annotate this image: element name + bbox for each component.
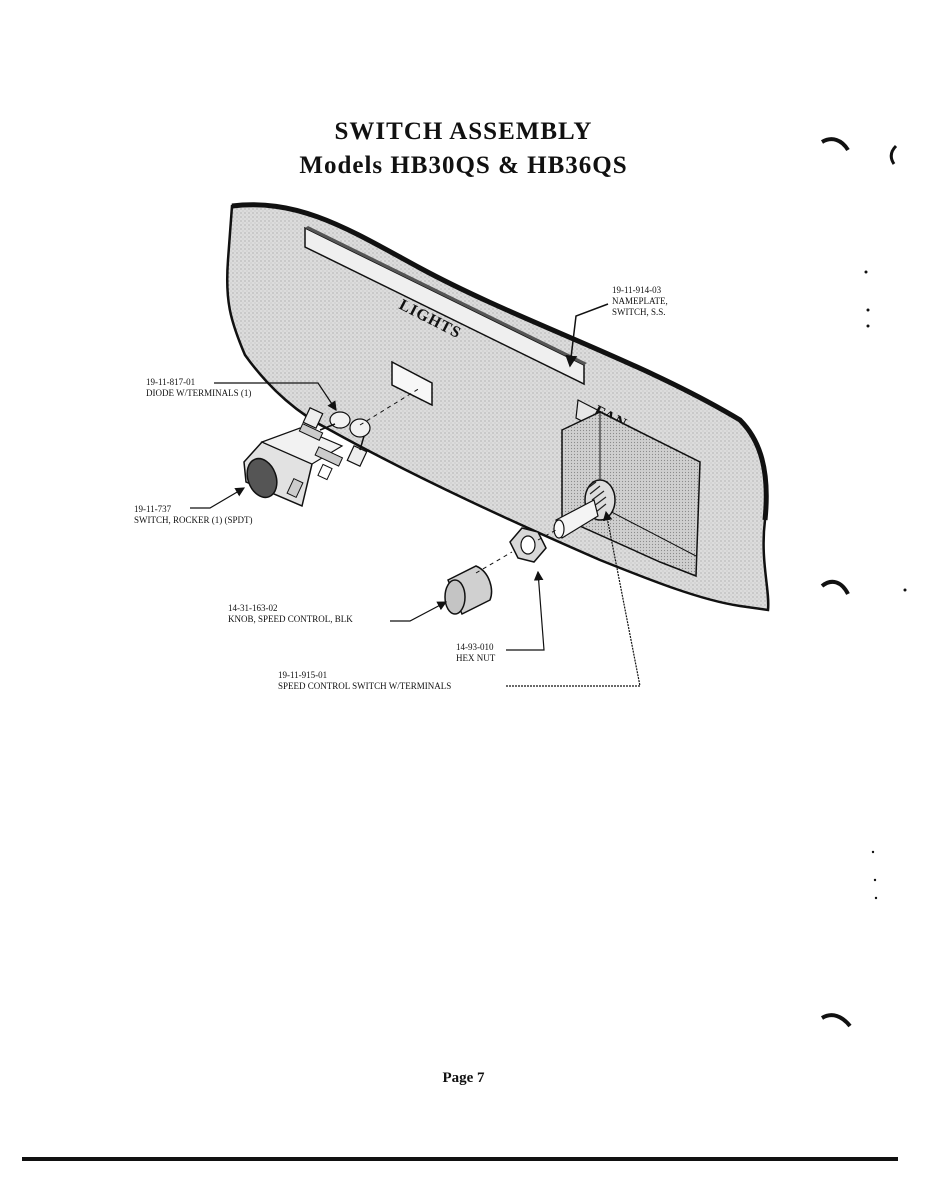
margin-mark: [820, 579, 850, 595]
speed-control-switch: [553, 479, 616, 539]
page-subtitle: Models HB30QS & HB36QS: [299, 152, 628, 179]
rocker-switch: [243, 423, 344, 508]
rocker-desc: SWITCH, ROCKER (1) (SPDT): [134, 515, 253, 525]
knob-desc: KNOB, SPEED CONTROL, BLK: [228, 614, 353, 624]
bottom-rule: [22, 1157, 898, 1161]
nameplate-desc-1: NAMEPLATE,: [612, 296, 668, 306]
speed-switch-desc: SPEED CONTROL SWITCH W/TERMINALS: [278, 681, 451, 691]
speed-switch-part-number: 19-11-915-01: [278, 670, 327, 680]
margin-mark: [889, 144, 898, 165]
rocker-cutout: [391, 360, 433, 407]
page-title: SWITCH ASSEMBLY: [334, 118, 593, 145]
hexnut-part-number: 14-93-010: [456, 642, 494, 652]
margin-mark: [820, 137, 850, 152]
rocker-part-number: 19-11-737: [134, 504, 172, 514]
nameplate-desc-2: SWITCH, S.S.: [612, 307, 666, 317]
diode-desc: DIODE W/TERMINALS (1): [146, 388, 251, 398]
knob-part-number: 14-31-163-02: [228, 603, 278, 613]
hexnut-desc: HEX NUT: [456, 653, 496, 663]
page-number: Page 7: [442, 1070, 485, 1086]
diode: [302, 406, 371, 468]
nameplate-part-number: 19-11-914-03: [612, 285, 662, 295]
margin-mark: [820, 1013, 852, 1028]
hex-nut: [509, 527, 547, 563]
nameplate-strip: [304, 226, 585, 386]
speed-control-knob: [444, 565, 493, 616]
diode-part-number: 19-11-817-01: [146, 377, 195, 387]
